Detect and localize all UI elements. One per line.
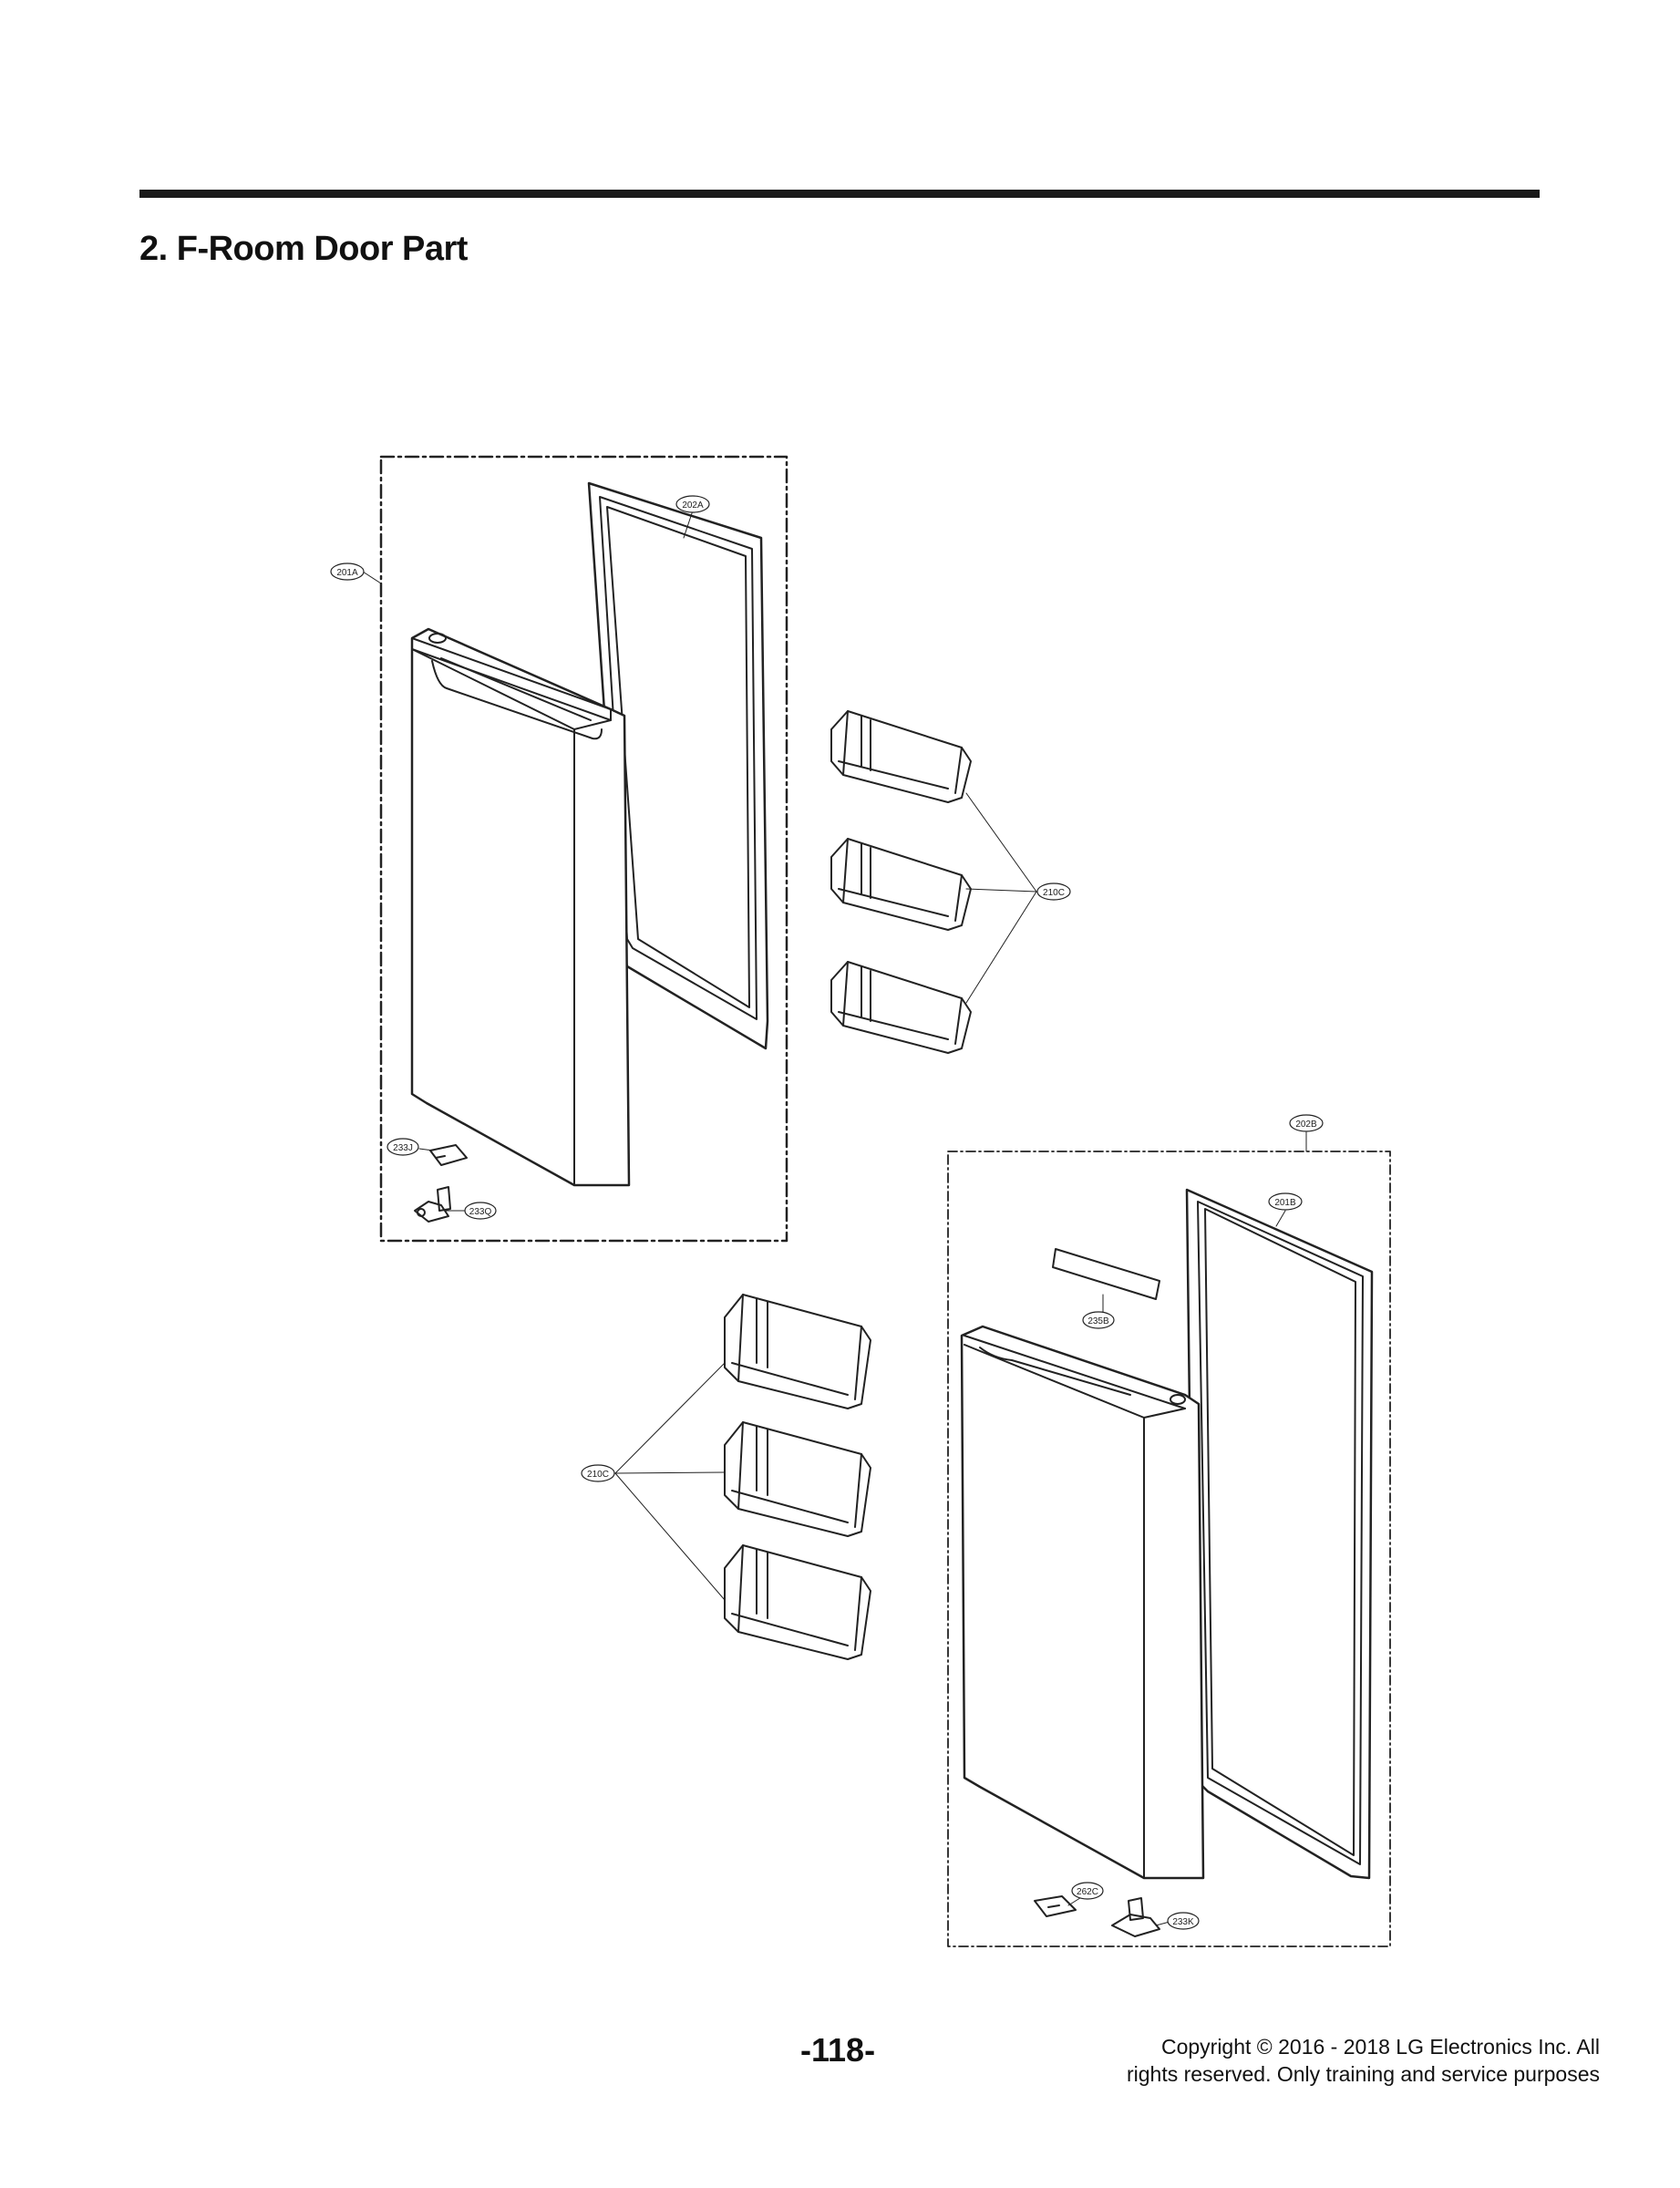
- group-frame-right: [947, 1151, 1391, 1947]
- door-bin-upper-3: [830, 961, 972, 1054]
- callout-233j: 233J: [387, 1138, 419, 1156]
- door-bin-lower-1: [724, 1294, 871, 1409]
- svg-text:201A: 201A: [336, 568, 358, 578]
- page-number: -118-: [800, 2031, 876, 2069]
- callout-202b: 202B: [1289, 1114, 1324, 1132]
- leader-lines-left: [362, 510, 1037, 1212]
- svg-text:210C: 210C: [587, 1470, 609, 1480]
- svg-text:201B: 201B: [1274, 1198, 1296, 1208]
- callout-201a: 201A: [330, 562, 365, 581]
- copyright-notice: Copyright © 2016 - 2018 LG Electronics I…: [962, 2033, 1600, 2088]
- trim-strip-235b: [1052, 1248, 1160, 1300]
- callout-262c: 262C: [1071, 1882, 1104, 1900]
- door-bin-lower-2: [724, 1421, 871, 1537]
- callout-210c-lower: 210C: [581, 1464, 615, 1482]
- door-panel-201a: [410, 627, 631, 1187]
- copyright-line-1: Copyright © 2016 - 2018 LG Electronics I…: [1160, 2035, 1600, 2059]
- copyright-line-2: rights reserved. Only training and servi…: [1126, 2062, 1600, 2086]
- door-gasket-201b: [1185, 1188, 1374, 1880]
- header-rule: [139, 190, 1540, 198]
- callout-235b: 235B: [1082, 1311, 1115, 1329]
- door-bin-upper-1: [830, 710, 972, 803]
- door-bin-lower-3: [724, 1544, 871, 1660]
- svg-text:233J: 233J: [393, 1143, 413, 1153]
- svg-text:262C: 262C: [1077, 1887, 1098, 1897]
- svg-text:233K: 233K: [1172, 1917, 1194, 1927]
- callout-233k: 233K: [1167, 1912, 1200, 1930]
- svg-text:235B: 235B: [1087, 1316, 1109, 1326]
- hinge-233j: [429, 1144, 468, 1166]
- svg-text:202B: 202B: [1295, 1120, 1317, 1130]
- hinge-233k: [1111, 1897, 1160, 1937]
- callout-233q: 233Q: [464, 1202, 497, 1220]
- door-panel-201b: [960, 1325, 1205, 1880]
- leader-lines-right: [614, 1131, 1307, 1926]
- page-title: 2. F-Room Door Part: [139, 230, 468, 268]
- svg-text:233Q: 233Q: [469, 1207, 492, 1217]
- door-bin-upper-2: [830, 838, 972, 931]
- svg-text:210C: 210C: [1043, 888, 1065, 898]
- group-frame-left: [379, 455, 788, 1243]
- callout-202a: 202A: [675, 495, 710, 513]
- hinge-233q: [414, 1186, 451, 1223]
- callout-210c-upper: 210C: [1036, 882, 1071, 901]
- callout-201b: 201B: [1268, 1192, 1303, 1211]
- svg-text:202A: 202A: [682, 501, 704, 511]
- hinge-262c: [1034, 1895, 1077, 1917]
